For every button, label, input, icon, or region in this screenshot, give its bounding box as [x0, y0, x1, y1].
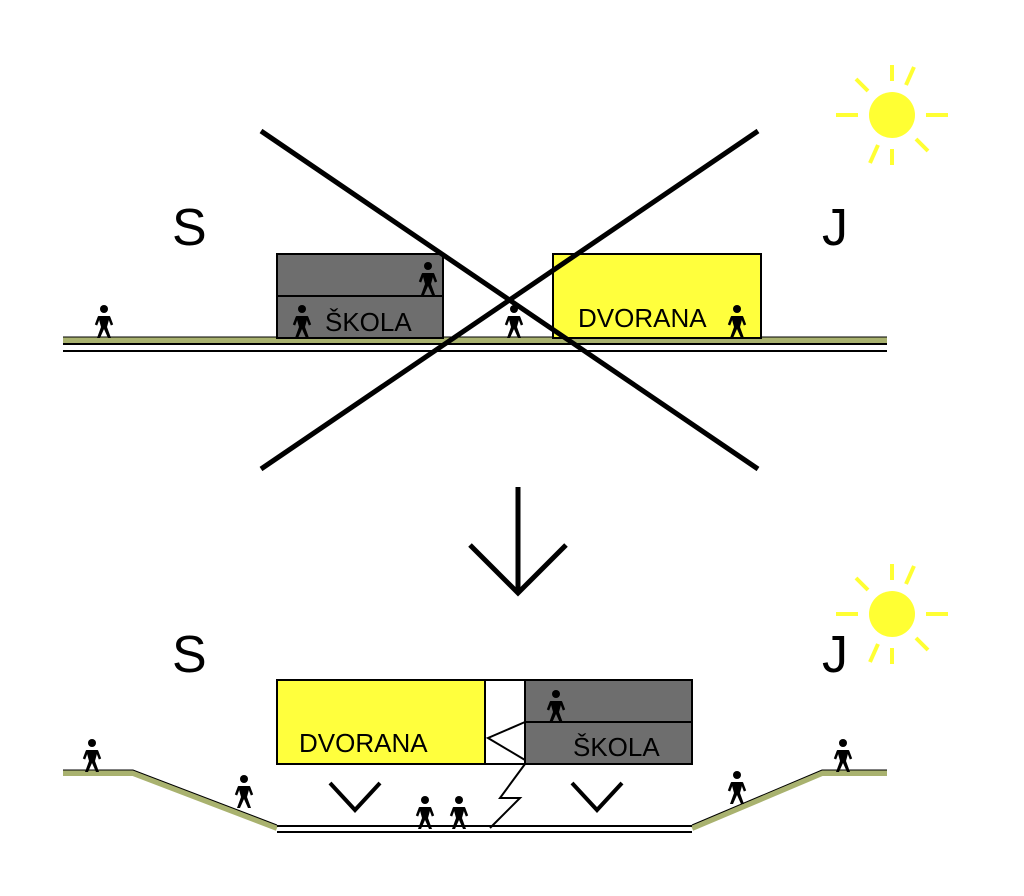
sun-icon: [836, 65, 948, 165]
top-hall-label: DVORANA: [578, 303, 707, 333]
person-icon: [833, 737, 853, 774]
person-icon: [94, 303, 114, 340]
sun-icon: [836, 564, 948, 664]
bottom-hall-label: DVORANA: [299, 728, 428, 758]
bottom-terrain: [63, 769, 887, 833]
person-icon: [82, 737, 102, 774]
top-north-label: S: [172, 199, 207, 257]
bottom-south-label: J: [822, 626, 848, 684]
top-hall-building: DVORANA: [552, 253, 762, 340]
bottom-school-label: ŠKOLA: [573, 732, 660, 762]
top-south-label: J: [822, 199, 848, 257]
bottom-hall-building: DVORANA: [276, 679, 486, 765]
bottom-connector: [484, 679, 526, 829]
bottom-north-label: S: [172, 626, 207, 684]
top-school-building: ŠKOLA: [276, 253, 444, 340]
view-chevron-icon: [570, 781, 624, 813]
person-icon: [449, 794, 469, 831]
top-section: S J ŠKOLA DVORANA: [63, 65, 948, 472]
top-school-label: ŠKOLA: [325, 307, 412, 337]
view-chevron-icon: [328, 781, 382, 813]
bottom-section: S J DVORANA ŠKOLA: [63, 564, 948, 833]
person-icon: [234, 773, 254, 810]
person-icon: [504, 303, 524, 340]
bottom-school-building: ŠKOLA: [524, 679, 693, 765]
sun-disc: [869, 92, 915, 138]
arrow-down-icon: [468, 487, 568, 597]
person-icon: [727, 769, 747, 806]
top-ground: [63, 336, 887, 352]
cross-out-icon: [259, 128, 760, 472]
person-icon: [415, 794, 435, 831]
